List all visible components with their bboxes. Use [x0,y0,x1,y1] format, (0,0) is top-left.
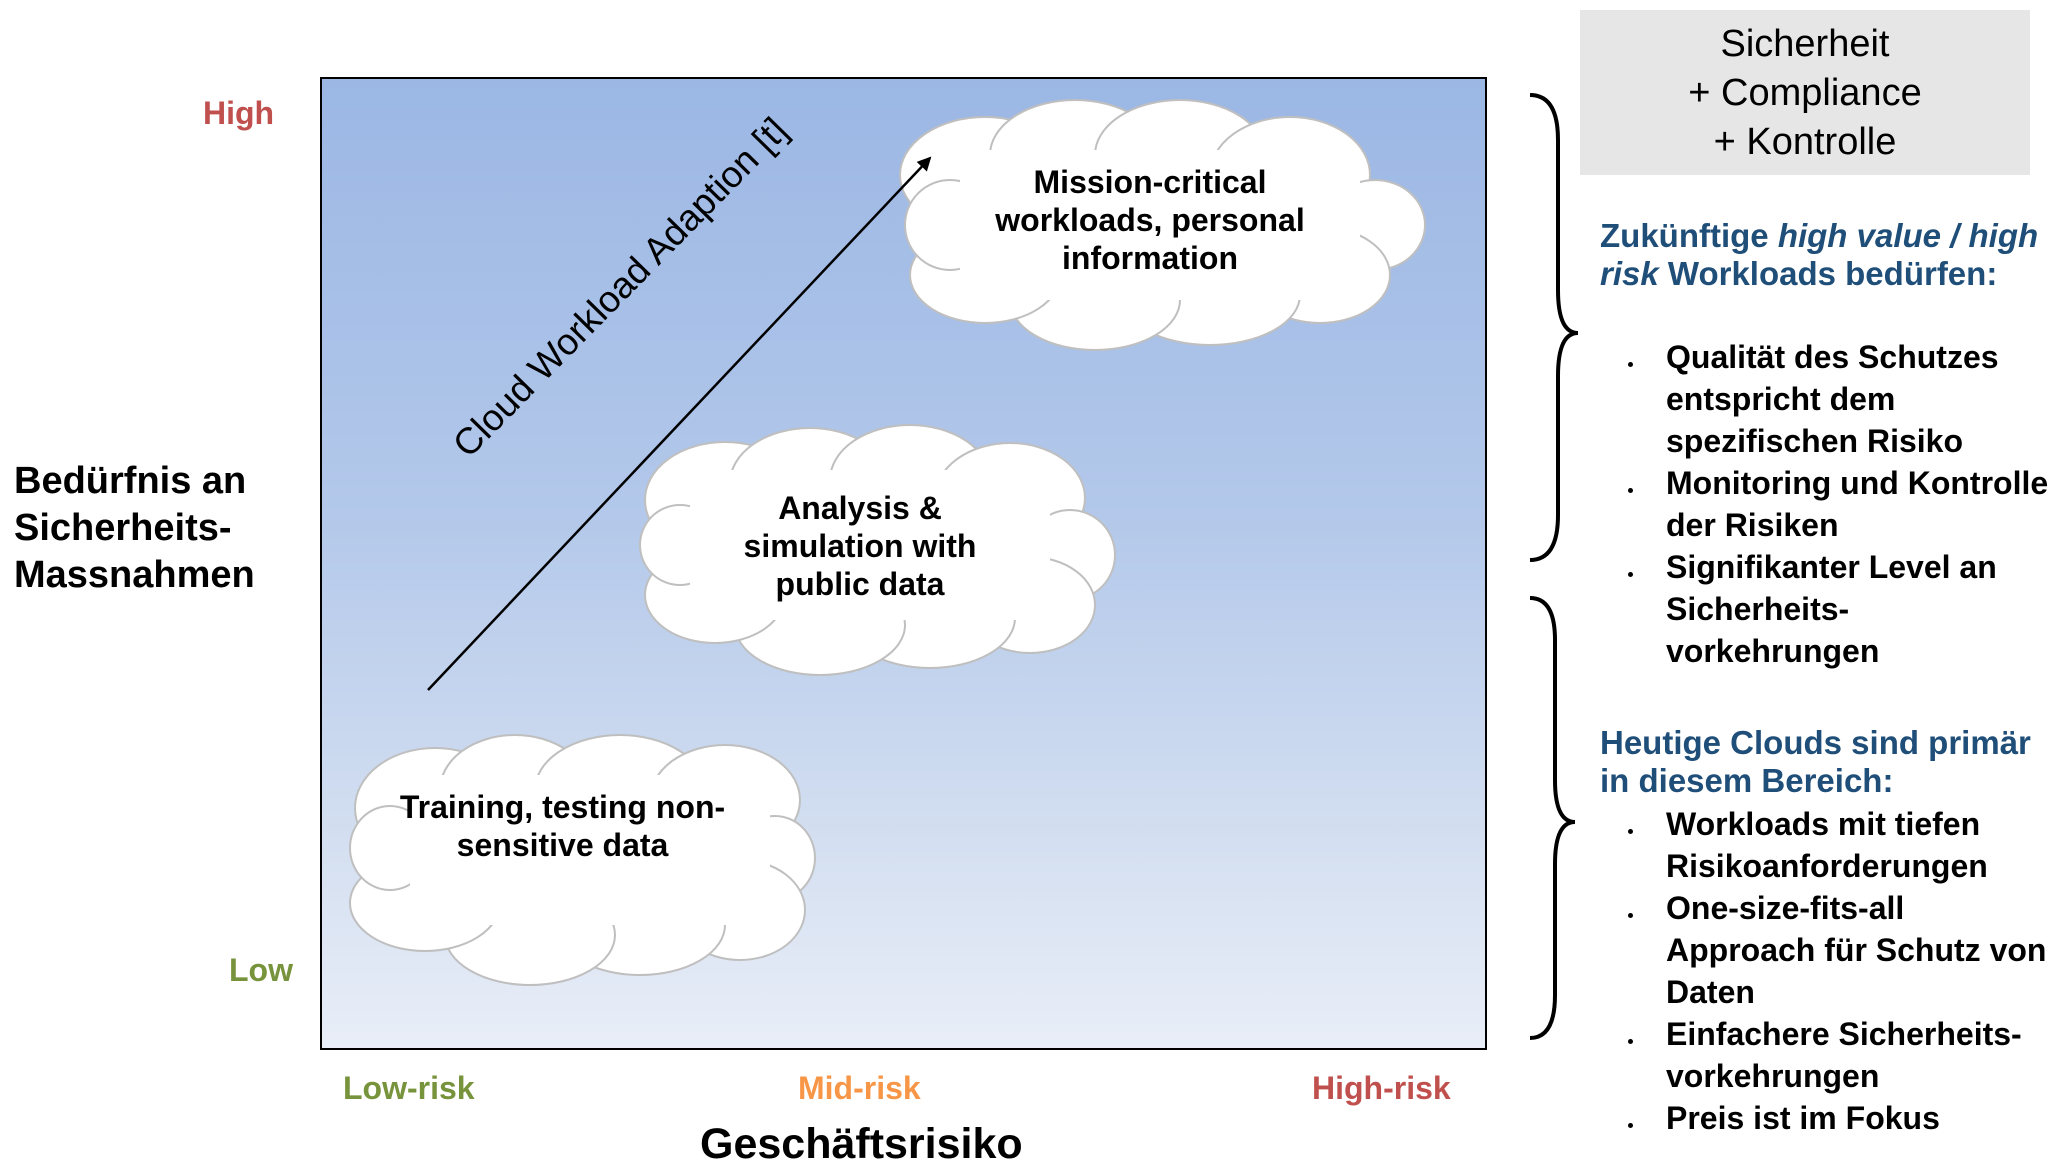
future-workloads-heading: Zukünftige high value / high risk Worklo… [1600,217,2040,293]
today-clouds-heading: Heutige Clouds sind primär in diesem Ber… [1600,724,2031,799]
cloud-mid-risk-fill [690,470,1050,620]
cloud-high-risk-fill [960,150,1360,300]
list-item: Signifikanter Level an Sicherheits-vorke… [1600,546,2051,672]
cloud-high-risk-text: Mission-critical workloads, personal inf… [995,164,1305,276]
y-axis-high-label: High [203,95,275,131]
future-heading-pre: Zukünftige [1600,217,1778,254]
future-heading-post: Workloads bedürfen: [1658,255,1998,292]
future-requirements-list: Qualität des Schutzes entspricht dem spe… [1600,336,2051,672]
y-axis-title: Bedürfnis an Sicherheits-Massnahmen [14,460,255,596]
y-axis-low-label: Low [229,952,293,988]
x-axis-low-risk: Low-risk [343,1070,475,1106]
x-axis-mid-risk: Mid-risk [798,1070,921,1106]
upper-brace [1529,93,1579,562]
adoption-arrow [427,156,932,691]
requirements-line-1: Sicherheit [1720,23,1890,65]
x-axis-title: Geschäftsrisiko [700,1120,1023,1168]
requirements-line-2: + Compliance [1688,72,1922,114]
cloud-low-risk-text: Training, testing non-sensitive data [399,789,726,863]
future-heading-emphasis: high value / high risk [1600,217,2039,292]
requirements-box: Sicherheit + Compliance + Kontrolle [1580,10,2030,175]
x-axis-high-risk: High-risk [1312,1070,1451,1106]
list-item: Qualität des Schutzes entspricht dem spe… [1600,336,2051,462]
cloud-mid-risk-text: Analysis & simulation with public data [743,490,977,602]
list-item: One-size-fits-all Approach für Schutz vo… [1600,887,2051,1013]
requirements-line-3: + Kontrolle [1713,121,1897,163]
list-item: Einfachere Sicherheits-vorkehrungen [1600,1013,2051,1097]
cloud-low-risk-fill [410,775,770,925]
list-item: Workloads mit tiefen Risikoanforderungen [1600,803,2051,887]
lower-brace [1529,596,1576,1040]
list-item: Monitoring und Kontrolle der Risiken [1600,462,2051,546]
today-characteristics-list: Workloads mit tiefen Risikoanforderungen… [1600,803,2051,1139]
list-item: Preis ist im Fokus [1600,1097,2051,1139]
